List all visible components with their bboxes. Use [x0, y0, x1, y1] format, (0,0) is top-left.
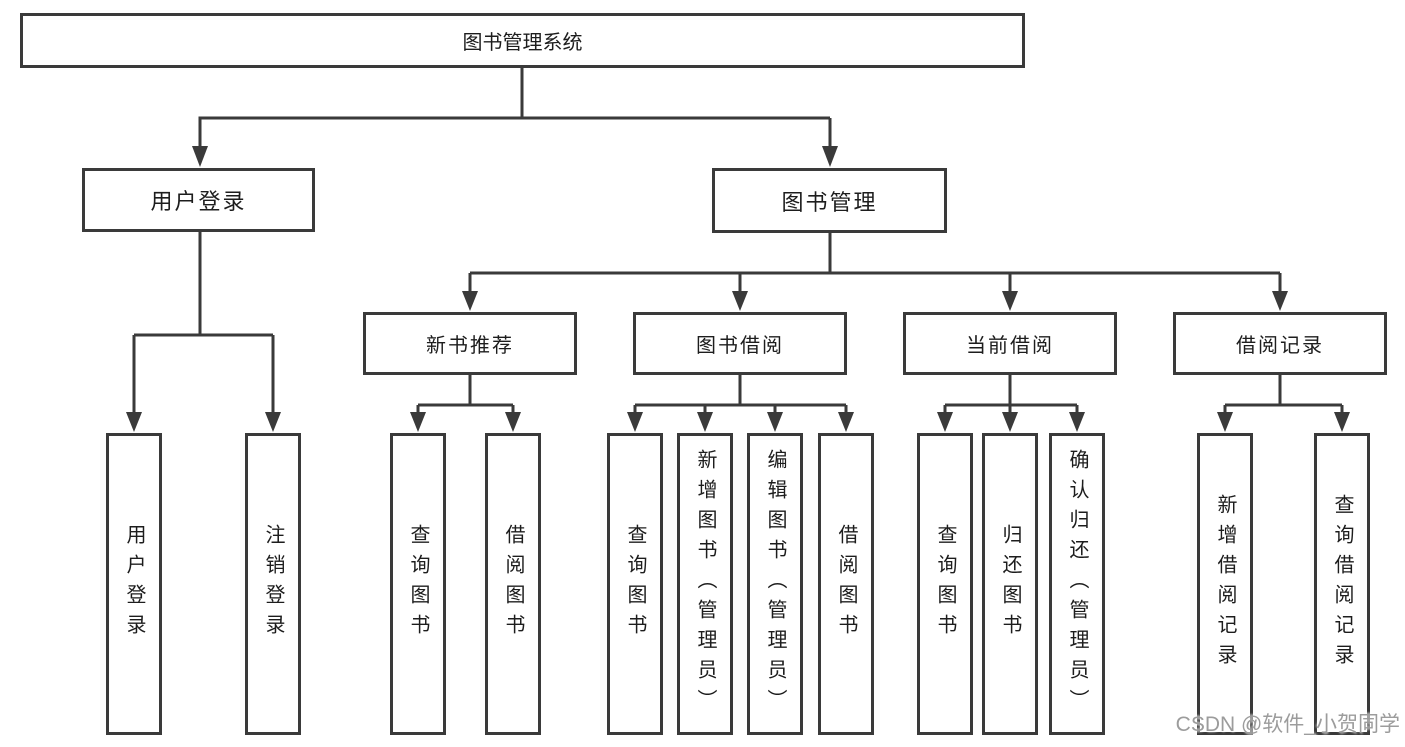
- node-label: 用户登录: [123, 524, 145, 644]
- leaf-borrow-books-recommend: 借阅图书: [485, 433, 541, 735]
- node-label: 借阅记录: [1236, 335, 1324, 357]
- node-label: 图书管理: [781, 189, 878, 215]
- node-label: 注销登录: [262, 524, 284, 644]
- leaf-edit-book-admin: 编辑图书（管理员）: [747, 433, 803, 735]
- node-book-borrowing: 图书借阅: [633, 312, 847, 375]
- node-label: 借阅图书: [835, 524, 857, 644]
- node-label: 确认归还（管理员）: [1066, 449, 1088, 719]
- node-label: 当前借阅: [966, 335, 1054, 357]
- leaf-confirm-return-admin: 确认归还（管理员）: [1049, 433, 1105, 735]
- node-label: 新增图书（管理员）: [694, 449, 716, 719]
- node-label: 新增借阅记录: [1214, 494, 1236, 674]
- leaf-logout: 注销登录: [245, 433, 301, 735]
- node-borrowing-records: 借阅记录: [1173, 312, 1387, 375]
- node-book-management: 图书管理: [712, 168, 947, 233]
- node-label: 编辑图书（管理员）: [764, 449, 786, 719]
- node-label: 新书推荐: [426, 335, 514, 357]
- node-root: 图书管理系统: [20, 13, 1025, 68]
- leaf-user-login: 用户登录: [106, 433, 162, 735]
- node-label: 查询图书: [624, 524, 646, 644]
- leaf-borrow-books-borrowing: 借阅图书: [818, 433, 874, 735]
- node-label: 查询借阅记录: [1331, 494, 1353, 674]
- leaf-return-books: 归还图书: [982, 433, 1038, 735]
- node-label: 图书借阅: [696, 335, 784, 357]
- leaf-query-books-borrowing: 查询图书: [607, 433, 663, 735]
- leaf-query-books-recommend: 查询图书: [390, 433, 446, 735]
- leaf-add-borrow-record: 新增借阅记录: [1197, 433, 1253, 735]
- node-label: 查询图书: [934, 524, 956, 644]
- node-label: 借阅图书: [502, 524, 524, 644]
- node-user-login: 用户登录: [82, 168, 315, 232]
- leaf-add-book-admin: 新增图书（管理员）: [677, 433, 733, 735]
- leaf-query-books-current: 查询图书: [917, 433, 973, 735]
- node-label: 图书管理系统: [462, 32, 583, 54]
- node-current-borrowing: 当前借阅: [903, 312, 1117, 375]
- node-new-book-recommend: 新书推荐: [363, 312, 577, 375]
- node-label: 查询图书: [407, 524, 429, 644]
- leaf-query-borrow-record: 查询借阅记录: [1314, 433, 1370, 735]
- node-label: 用户登录: [150, 189, 247, 214]
- csdn-watermark: CSDN @软件_小贺同学: [1175, 713, 1400, 736]
- node-label: 归还图书: [999, 524, 1021, 644]
